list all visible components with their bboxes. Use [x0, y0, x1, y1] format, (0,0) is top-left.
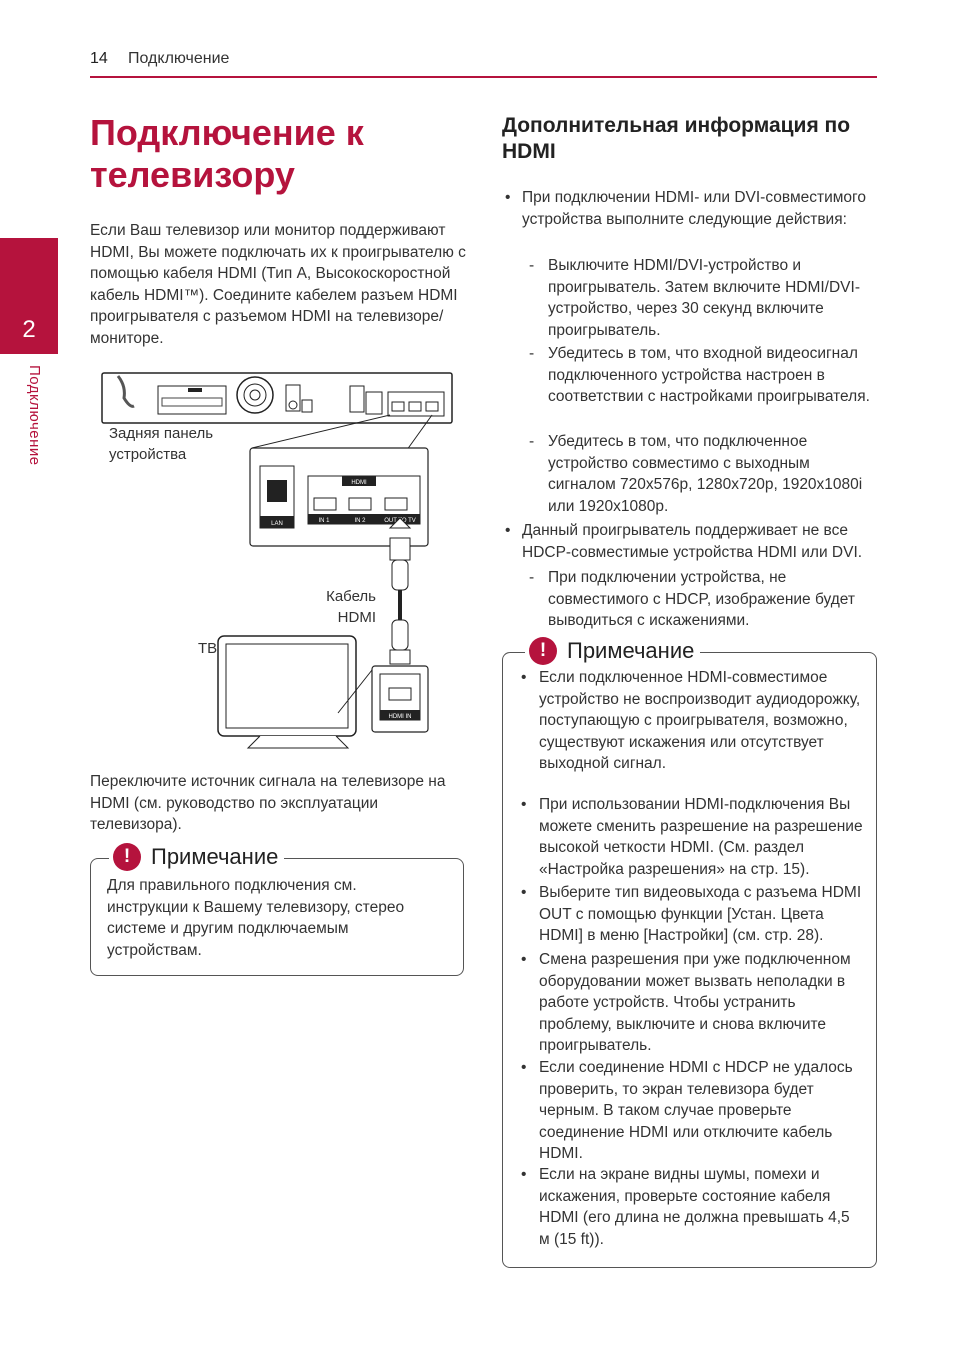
note-box-right: ! Примечание • Если подключенное HDMI-со… [502, 637, 877, 1268]
bullet-icon: • [521, 796, 527, 813]
cable-plug-bottom [389, 649, 411, 665]
note-item-text: Если подключенное HDMI-совместимое устро… [539, 669, 861, 773]
dash-icon: - [529, 569, 535, 586]
hdmi-group-label: HDMI [351, 480, 367, 486]
tv-stand [246, 735, 350, 749]
in1-label: IN 1 [318, 518, 330, 524]
hdmi-in-label: HDMI IN [389, 714, 412, 720]
cable-plug-top [389, 537, 411, 561]
bullet-icon: • [505, 522, 511, 539]
bullet-icon: • [521, 669, 527, 686]
note-title: Примечание [151, 844, 279, 869]
page-number: 14 [90, 50, 108, 67]
dash-icon: - [529, 345, 535, 362]
note-list-item: • При использовании HDMI-подключения Вы … [521, 794, 864, 880]
chapter-label: Подключение [26, 365, 43, 466]
sub-bullet-item: - При подключении устройства, не совмест… [529, 567, 878, 632]
hdmi-cable [398, 590, 402, 620]
page-header: 14 Подключение [90, 48, 877, 78]
hdmi-out-port [384, 497, 408, 511]
rear-panel-label: Задняя панель устройства [109, 425, 214, 463]
note-item-text: При использовании HDMI-подключения Вы мо… [539, 796, 863, 878]
note-item-text: Смена разрешения при уже подключенном об… [539, 951, 851, 1055]
note-title: Примечание [567, 638, 695, 663]
connection-diagram-svg: LAN HDMI IN 1 IN 2 OUT TO TV HDMI IN [101, 372, 453, 749]
after-paragraph: Переключите источник сигнала на телевизо… [90, 773, 446, 834]
connection-diagram: LAN HDMI IN 1 IN 2 OUT TO TV HDMI IN Зад… [100, 368, 460, 758]
in2-label: IN 2 [354, 518, 366, 524]
sub-bullet-text: При подключении устройства, не совместим… [548, 569, 855, 630]
bullet-icon: • [505, 189, 511, 206]
bullet-item: • При подключении HDMI- или DVI-совмести… [505, 187, 882, 230]
note-item-text: Если соединение HDMI с HDCP не удалось п… [539, 1059, 853, 1163]
page-title: Подключение к телевизору [90, 112, 364, 195]
tv-screen [217, 635, 357, 737]
bullet-icon: • [521, 884, 527, 901]
power-cord [116, 375, 135, 408]
bullet-icon: • [521, 1166, 527, 1183]
note-list-item: • Выберите тип видеовыхода с разъема HDM… [521, 882, 864, 947]
hdmi-in1-port [313, 497, 337, 511]
note-box-left: ! Примечание Для правильного подключения… [90, 843, 464, 976]
header-section-name: Подключение [128, 50, 230, 67]
bullet-item: • Данный проигрыватель поддерживает не в… [505, 520, 882, 563]
bullet-icon: • [521, 1059, 527, 1076]
lan-port-label: LAN [271, 521, 283, 527]
fan-grille [236, 376, 274, 414]
chapter-tab [0, 238, 58, 354]
arrow-up-icon [388, 517, 412, 529]
hdmi-port-group-small [387, 391, 445, 417]
cable-label: Кабель HDMI [326, 588, 376, 626]
dash-icon: - [529, 257, 535, 274]
hdmi-in2-port [348, 497, 372, 511]
sub-bullet-text: Убедитесь в том, что входной видеосигнал… [548, 345, 870, 406]
sub-bullet-item: - Убедитесь в том, что входной видеосигн… [529, 343, 878, 408]
sub-bullet-item: - Выключите HDMI/DVI-устройство и проигр… [529, 255, 878, 341]
subsection-title: Дополнительная информация по HDMI [502, 114, 851, 163]
note-item-text: Если на экране видны шумы, помехи и иска… [539, 1166, 850, 1248]
tv-label: ТВ [198, 640, 218, 657]
note-header: ! Примечание [109, 843, 285, 871]
exclamation-icon: ! [113, 843, 141, 871]
note-list-item: • Смена разрешения при уже подключенном … [521, 949, 864, 1057]
note-list-item: • Если на экране видны шумы, помехи и ис… [521, 1164, 864, 1250]
dash-icon: - [529, 433, 535, 450]
bullet-text: Данный проигрыватель поддерживает не все… [522, 522, 863, 561]
chapter-number: 2 [22, 316, 36, 343]
bullet-icon: • [521, 951, 527, 968]
note-list-item: • Если соединение HDMI с HDCP не удалось… [521, 1057, 864, 1165]
note-header: ! Примечание [525, 637, 701, 665]
note-list-item: • Если подключенное HDMI-совместимое уст… [521, 667, 864, 775]
note-text: Для правильного подключения см. инструкц… [107, 877, 405, 959]
sub-bullet-item: - Убедитесь в том, что подключенное устр… [529, 431, 878, 517]
exclamation-icon: ! [529, 637, 557, 665]
sub-bullet-text: Убедитесь в том, что подключенное устрой… [548, 433, 863, 515]
note-item-text: Выберите тип видеовыхода с разъема HDMI … [539, 884, 862, 945]
sub-bullet-text: Выключите HDMI/DVI-устройство и проигрыв… [548, 257, 860, 339]
bullet-text: При подключении HDMI- или DVI-совместимо… [522, 189, 866, 228]
intro-paragraph: Если Ваш телевизор или монитор поддержив… [90, 222, 466, 347]
